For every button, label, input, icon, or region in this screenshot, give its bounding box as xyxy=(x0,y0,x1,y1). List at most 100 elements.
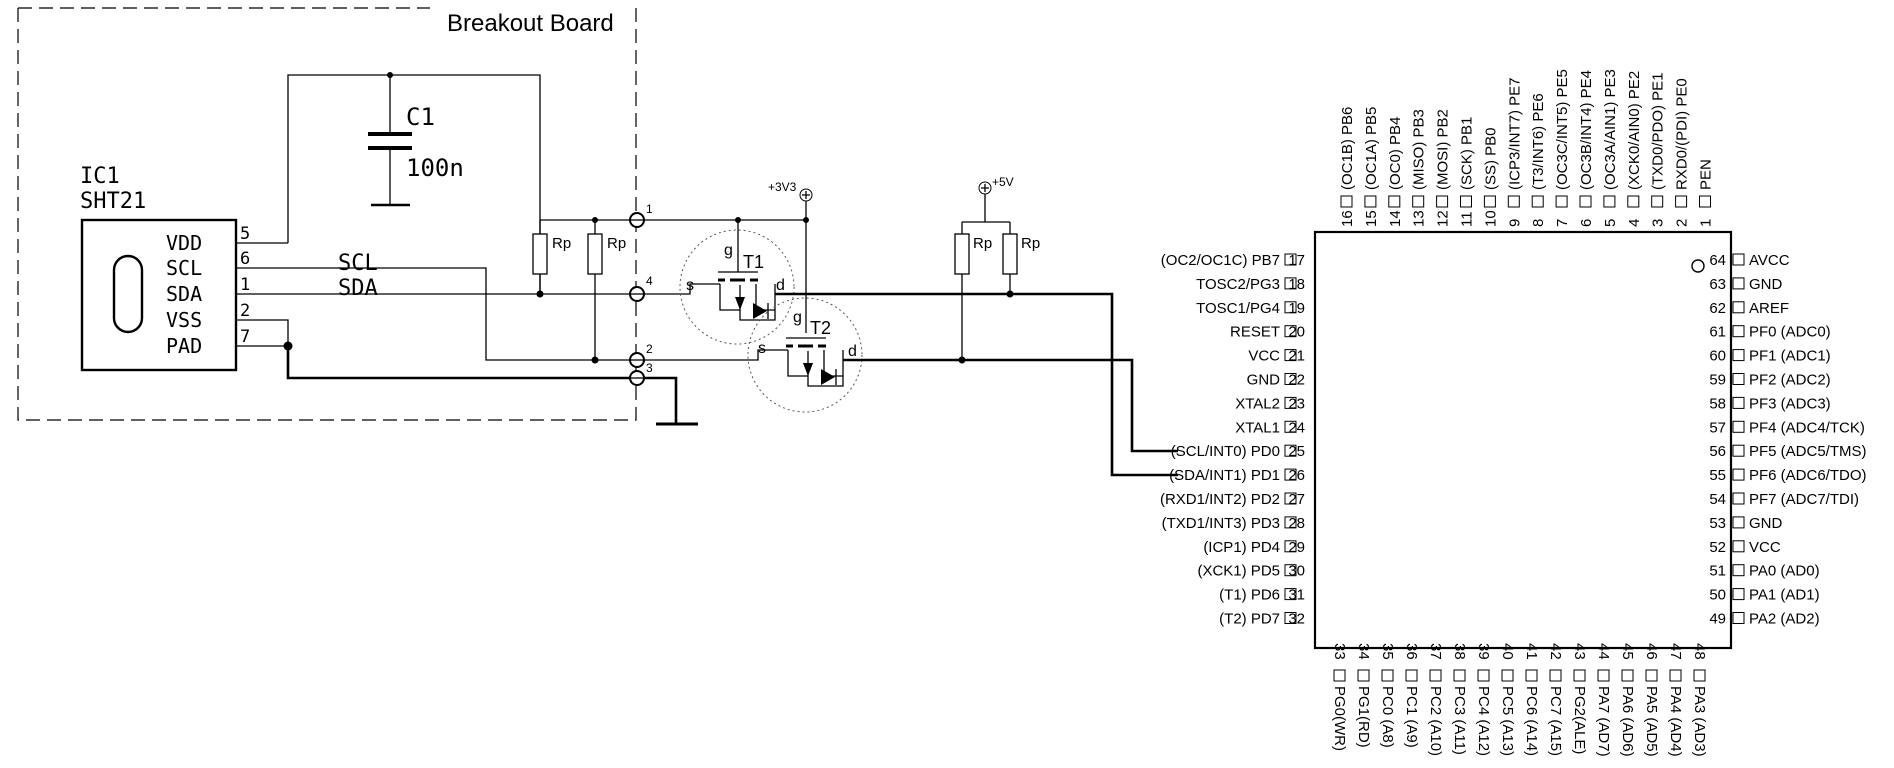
mcu-pin-label: (RXD1/INT2) PD2 xyxy=(1160,491,1280,508)
mcu-pin-number: 4 xyxy=(1626,219,1643,227)
mcu-pin-top: 6(OC3B/INT4) PE4 xyxy=(1578,70,1595,227)
mcu-pin-number: 31 xyxy=(1288,587,1305,604)
mcu-pin-label: PC4 (A12) xyxy=(1475,686,1492,756)
svg-text:3: 3 xyxy=(646,361,653,375)
mcu-pin-label: (MISO) PB3 xyxy=(1411,109,1428,190)
mcu-pin-top: 11 (SCK) PB1 xyxy=(1459,117,1476,227)
mcu-pin-number: 37 xyxy=(1427,643,1444,660)
mcu-pin-label: (OC2/OC1C) PB7 xyxy=(1161,252,1280,269)
mcu-pin-label: PF7 (ADC7/TDI) xyxy=(1749,491,1859,508)
mcu-pin-label: (T2) PD7 xyxy=(1219,611,1280,628)
connector-pin: 4 xyxy=(629,274,653,302)
mcu-pin-number: 11 xyxy=(1459,211,1476,227)
resistor-label: Rp xyxy=(973,235,992,252)
mcu-pin-label: (SCL/INT0) PD0 xyxy=(1171,443,1280,460)
t1-gate: g xyxy=(724,242,733,259)
mcu-pin-top: 3(TXD0/PDO) PE1 xyxy=(1650,72,1667,227)
mcu-pin-label: XTAL1 xyxy=(1235,419,1280,436)
mcu-pin-label: PA1 (AD1) xyxy=(1749,587,1820,604)
mcu-pin-label: PC3 (A11) xyxy=(1451,686,1468,755)
mcu-pin-label: PG2(ALE) xyxy=(1571,686,1588,754)
mcu-pin-label: (OC3B/INT4) PE4 xyxy=(1578,70,1595,190)
mcu-pin-top: 13(MISO) PB3 xyxy=(1411,109,1428,227)
mcu-pin-number: 7 xyxy=(1554,219,1571,227)
supply-3v3-label: +3V3 xyxy=(768,180,797,194)
mcu-pin-top: 16(OC1B) PB6 xyxy=(1339,107,1356,227)
mcu-pin-label: PF1 (ADC1) xyxy=(1749,348,1831,365)
breakout-board-title: Breakout Board xyxy=(447,10,614,37)
mcu-pin-number: 12 xyxy=(1435,210,1452,227)
mcu-pin-number: 14 xyxy=(1387,210,1404,227)
mcu-pin-label: PEN xyxy=(1698,159,1715,190)
mcu-pin-label: PC0 (A8) xyxy=(1379,686,1396,748)
mcu-pin-label: (MOSI) PB2 xyxy=(1435,109,1452,190)
mcu-pin-label: VCC xyxy=(1749,539,1781,556)
mcu-pin-label: AREF xyxy=(1749,300,1789,317)
breakout-board: Breakout Board xyxy=(17,7,637,421)
mcu-pin-label: (SCK) PB1 xyxy=(1459,117,1476,190)
mcu-pin-number: 49 xyxy=(1709,611,1726,628)
mcu-pin-label: (OC3C/INT5) PE5 xyxy=(1554,69,1571,190)
mcu-pin-top: 8(T3/INT6) PE6 xyxy=(1530,93,1547,227)
mcu-pin-number: 17 xyxy=(1288,252,1305,269)
mcu-pin-number: 42 xyxy=(1547,643,1564,660)
mcu-pin-label: PF6 (ADC6/TDO) xyxy=(1749,467,1867,484)
mcu-pin-label: PA0 (AD0) xyxy=(1749,563,1820,580)
mcu-pin-top: 9(ICP3/INT7) PE7 xyxy=(1506,77,1523,227)
mcu-pin-number: 57 xyxy=(1709,419,1726,436)
mcu-pin-number: 64 xyxy=(1709,252,1726,269)
connector-pin: 1 xyxy=(629,202,653,228)
mcu-pin-number: 19 xyxy=(1288,300,1305,317)
mcu-pin-number: 56 xyxy=(1709,443,1726,460)
capacitor-ref: C1 xyxy=(406,103,435,131)
mcu-pin-label: (OC3A/AIN1) PE3 xyxy=(1602,69,1619,190)
mcu-pin-number: 18 xyxy=(1288,276,1305,293)
sensor-ref: IC1 xyxy=(80,164,120,189)
t1-drain: d xyxy=(776,277,785,294)
pullup-resistor-left-2: Rp xyxy=(587,220,626,364)
mcu-pin-label: PG0(WR) xyxy=(1331,686,1348,751)
mcu-pin-label: PA5 (AD5) xyxy=(1643,686,1660,757)
mcu-pin-number: 10 xyxy=(1482,210,1499,227)
mcu-pin-label: PC2 (A10) xyxy=(1427,686,1444,756)
mcu-pin-number: 51 xyxy=(1709,563,1726,580)
resistor-label: Rp xyxy=(607,235,626,252)
mcu-pin-number: 20 xyxy=(1288,324,1305,341)
t2-body-diode xyxy=(821,369,835,385)
mcu-pin-number: 50 xyxy=(1709,587,1726,604)
sensor-body xyxy=(80,218,238,372)
sensor-pin-number: 2 xyxy=(240,301,250,321)
mcu-pin-label: PG1(RD) xyxy=(1355,686,1372,748)
supply-5v-label: +5V xyxy=(992,175,1014,189)
sensor-pin-number: 6 xyxy=(240,249,250,269)
mcu-pin-label: (T3/INT6) PE6 xyxy=(1530,93,1547,190)
sensor-pin-number: 1 xyxy=(240,275,250,295)
mcu-pin-number: 58 xyxy=(1709,395,1726,412)
t1-body-diode xyxy=(753,303,767,319)
mcu-pin-label: GND xyxy=(1749,515,1783,532)
mcu-pin-label: PA3 (AD3) xyxy=(1691,686,1708,757)
connector: 1 4 2 3 xyxy=(629,202,653,386)
